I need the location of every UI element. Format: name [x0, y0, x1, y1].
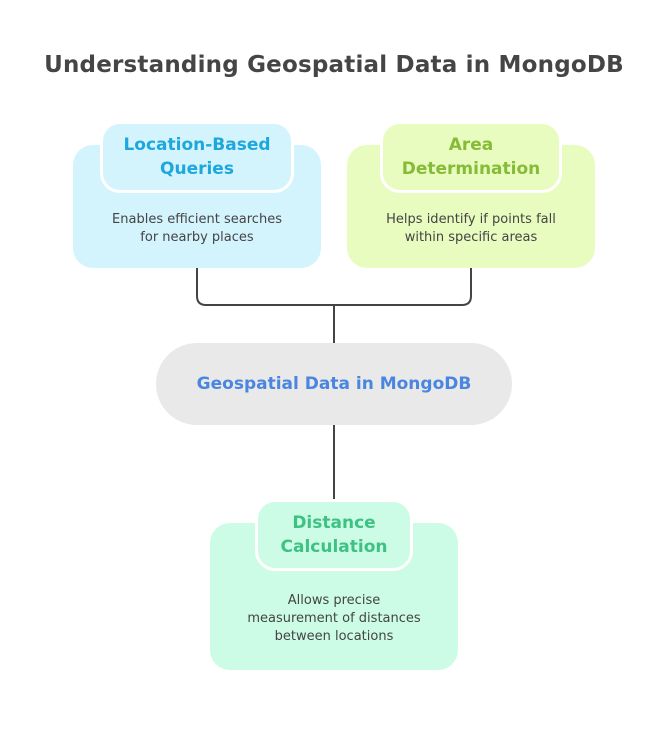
description-line: within specific areas — [404, 230, 538, 245]
description-line: between locations — [274, 629, 394, 644]
location-queries-description: Enables efficient searches for nearby pl… — [73, 211, 321, 247]
location-queries-title-line: Location-Based — [123, 135, 271, 155]
description-line: measurement of distances — [247, 611, 421, 626]
description-line: Helps identify if points fall — [386, 212, 556, 227]
location-queries-title-line: Queries — [160, 159, 234, 179]
distance-calculation-description: Allows precise measurement of distances … — [210, 592, 458, 646]
location-queries-header: Location-Based Queries — [100, 121, 294, 193]
description-line: Allows precise — [287, 593, 381, 608]
area-determination-title-line: Determination — [401, 159, 541, 179]
area-determination-header: Area Determination — [380, 121, 562, 193]
diagram-title: Understanding Geospatial Data in MongoDB — [44, 52, 624, 78]
central-topic-node: Geospatial Data in MongoDB — [156, 343, 512, 425]
distance-calculation-title-line: Calculation — [280, 537, 388, 557]
distance-calculation-title-line: Distance — [292, 513, 376, 533]
description-line: for nearby places — [140, 230, 254, 245]
area-determination-description: Helps identify if points fall within spe… — [347, 211, 595, 247]
distance-calculation-header: Distance Calculation — [255, 499, 413, 571]
description-line: Enables efficient searches — [112, 212, 282, 227]
connector-top-branch — [196, 268, 472, 306]
area-determination-title-line: Area — [448, 135, 494, 155]
